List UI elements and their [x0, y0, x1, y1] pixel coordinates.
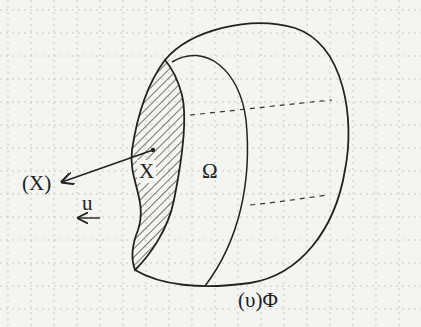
map-label: (υ)Φ — [236, 289, 280, 312]
image-point-label: (X) — [20, 172, 53, 195]
hidden-line — [250, 195, 328, 205]
direction-label: u — [80, 192, 95, 215]
point-label: X — [137, 160, 156, 183]
region-label: Ω — [200, 160, 220, 183]
direction-arrow — [78, 217, 100, 218]
cut-face — [131, 60, 184, 270]
inner-surface — [172, 55, 247, 286]
hidden-line — [190, 100, 332, 115]
